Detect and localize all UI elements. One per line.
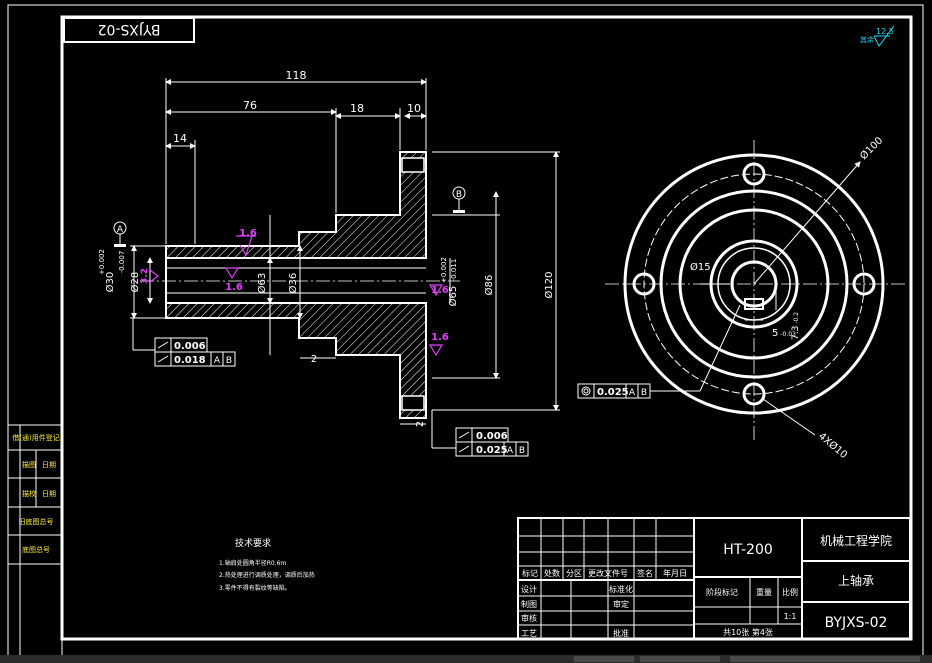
tb-r-draw: 制图 — [521, 599, 537, 609]
code-rotated: BYJXS-02 — [98, 21, 161, 37]
dim-phi30-tol-up: +0.002 — [98, 249, 106, 275]
tb-h-qty: 处数 — [544, 568, 560, 578]
roughness-other-symbol: 其余 12.5 — [860, 25, 895, 47]
tb-weight: 重量 — [756, 587, 772, 597]
tol-right-ref-a: A — [507, 446, 514, 456]
tol-left-flat: 0.006 — [174, 341, 206, 352]
tb-material: HT-200 — [723, 542, 773, 558]
tol-right-ref-b: B — [519, 446, 525, 456]
tb-r-design: 设计 — [521, 584, 537, 594]
side-row3b: 日期 — [42, 490, 56, 498]
tb-r-check: 审核 — [521, 613, 537, 623]
tolerance-right — [431, 410, 529, 457]
svg-text:其余: 其余 — [860, 35, 874, 44]
tolerance-concentric — [577, 304, 741, 399]
top-dimensions — [165, 78, 427, 244]
tb-r-process: 工艺 — [521, 629, 537, 638]
dim-2-a: 2 — [311, 354, 317, 365]
dim-phi120: Ø120 — [543, 272, 555, 299]
dim-key-width: 5-0.03 — [772, 328, 796, 339]
dim-14: 14 — [173, 132, 187, 145]
roughness-2: 1.6 — [225, 282, 243, 293]
dim-phi36: Ø36 — [287, 273, 299, 294]
dim-phi28: Ø28 — [129, 272, 141, 293]
tb-school: 机械工程学院 — [820, 533, 892, 548]
dim-10: 10 — [407, 102, 421, 115]
roughness-symbols — [149, 235, 444, 357]
side-panel — [7, 424, 63, 658]
tb-stage: 阶段标记 — [706, 587, 738, 597]
dim-phi86: Ø86 — [483, 275, 495, 296]
code-box: BYJXS-02 — [63, 17, 195, 43]
tb-drawing-no: BYJXS-02 — [825, 615, 888, 631]
dim-phi65-tol-up: +0.002 — [440, 257, 448, 283]
tol-left-ref-a: A — [214, 356, 221, 366]
tb-h-date: 年月日 — [663, 568, 687, 578]
side-row3a: 描校 — [22, 489, 36, 498]
roughness-3: 3.2 — [140, 268, 150, 284]
tol-right-flat: 0.006 — [476, 431, 508, 442]
roughness-4: 1.6 — [431, 285, 449, 296]
dim-18: 18 — [350, 102, 364, 115]
tol-left-ref-b: B — [226, 356, 232, 366]
tb-sheets: 共10张 第4张 — [723, 627, 773, 637]
notes-line3: 3.零件不得有裂纹等缺陷。 — [219, 584, 291, 592]
front-view — [605, 140, 905, 440]
svg-text:A: A — [117, 225, 124, 235]
tol-concentric-ref-b: B — [641, 388, 647, 398]
dim-key-depth: 7.3-0.2 — [791, 312, 801, 340]
dim-118: 118 — [286, 69, 307, 82]
tb-r-review: 审定 — [613, 599, 629, 609]
dim-phi30-tol-lo: -0.007 — [118, 251, 126, 274]
side-row5: 底图总号 — [22, 545, 50, 554]
dim-phi15: Ø15 — [690, 261, 711, 273]
side-row4: 旧底图总号 — [19, 517, 54, 526]
section-view — [140, 151, 460, 419]
tolerance-left — [132, 318, 236, 367]
datum-b: B — [452, 186, 466, 213]
tol-concentric-ref-a: A — [629, 388, 636, 398]
inner-border — [60, 15, 913, 641]
status-bar — [0, 655, 932, 663]
tb-h-sign: 签名 — [637, 568, 653, 578]
dim-phi30: Ø30 — [104, 272, 116, 293]
tb-h-mark: 标记 — [522, 568, 538, 578]
tb-h-zone: 分区 — [566, 569, 582, 578]
vertical-dimensions — [130, 151, 560, 425]
dim-holes: 4XØ10 — [816, 430, 850, 461]
dim-76: 76 — [243, 99, 257, 112]
tb-h-doc: 更改文件号 — [588, 568, 628, 578]
dim-phi65: Ø65 — [447, 286, 459, 307]
roughness-1: 1.6 — [239, 228, 257, 239]
roughness-other-value: 12.5 — [876, 27, 894, 36]
tol-right-runout: 0.025 — [476, 445, 508, 456]
roughness-5: 1.6 — [431, 332, 449, 343]
tb-scale-value: 1:1 — [784, 612, 797, 621]
datum-a: A — [113, 221, 127, 247]
tb-r-approve: 批准 — [613, 628, 629, 638]
side-row2b: 日期 — [42, 461, 56, 469]
dim-2-b: 2 — [415, 421, 426, 427]
tb-r-std: 标准化 — [609, 584, 633, 594]
notes-line1: 1.轴肩处圆角半径R0.6m — [219, 559, 286, 567]
notes-heading: 技术要求 — [235, 537, 271, 549]
dim-phi63: Ø63 — [256, 273, 268, 294]
dim-phi100: Ø100 — [858, 135, 886, 163]
side-row2a: 描图 — [22, 460, 36, 469]
tb-part-name: 上轴承 — [838, 573, 874, 588]
dim-phi65-tol-lo: -0.011 — [450, 259, 458, 282]
notes-line2: 2.热处理进行调质处理，调质后加热 — [219, 571, 315, 579]
tol-concentric: 0.025 — [597, 387, 629, 398]
svg-text:B: B — [456, 190, 462, 200]
tol-left-runout: 0.018 — [174, 355, 206, 366]
tb-scale: 比例 — [782, 587, 798, 597]
title-block — [517, 517, 911, 640]
side-row1: 借(通)用件登记 — [12, 433, 59, 442]
